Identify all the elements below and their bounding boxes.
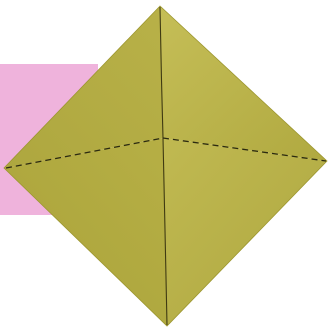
paper-facet-bottom-left <box>4 138 167 326</box>
paper-facet-bottom-right <box>163 138 327 326</box>
